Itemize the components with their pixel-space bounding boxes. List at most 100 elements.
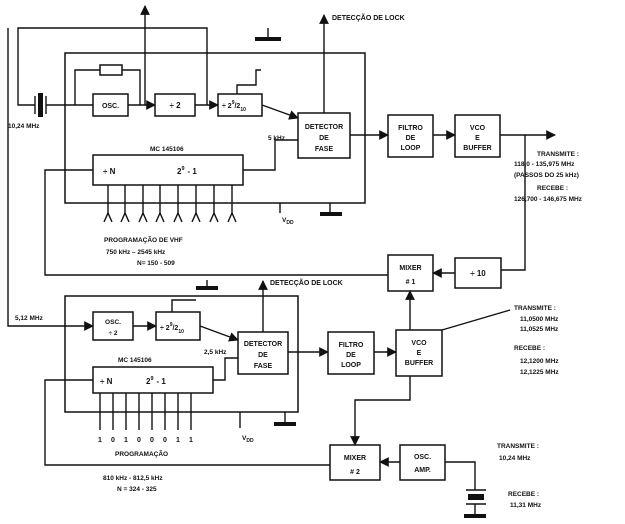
top-vdd-sub: DD	[286, 220, 294, 226]
mixer1-label: MIXER	[399, 265, 421, 272]
top-synthesizer: 10,24 MHz OSC. ÷ 2 ÷ 29/210 DETECTOR DE …	[8, 5, 583, 276]
bottom-detector-block	[237, 331, 289, 375]
bottom-vco-l3: BUFFER	[405, 360, 433, 367]
top-osc-label: OSC.	[102, 103, 119, 110]
top-vco-l3: BUFFER	[463, 145, 491, 152]
top-tx-range: 118,0 - 135,975 MHz	[514, 161, 575, 168]
svg-text:29- 1: 29- 1	[177, 166, 197, 176]
bottom-prog-range: 810 kHz - 812,5 kHz	[103, 475, 163, 482]
bottom-vco-l1: VCO	[411, 340, 427, 347]
bottom-divpow-exp: 9	[170, 322, 173, 328]
top-vco-block	[454, 114, 501, 158]
top-divpow-main: ÷ 2	[222, 103, 232, 110]
svg-text:÷ 29/210: ÷ 29/210	[160, 322, 184, 335]
bottom-prog-label: PROGRAMAÇÃO	[115, 449, 168, 458]
xtal2-tx-freq: 10,24 MHz	[499, 455, 531, 462]
top-divpow-sub: 10	[240, 107, 246, 113]
svg-text:÷ 29/210: ÷ 29/210	[222, 100, 246, 113]
top-divpow-tail: /2	[234, 103, 240, 110]
xtal2-tx-title: TRANSMITE :	[497, 443, 539, 450]
bottom-filtro-block	[327, 331, 375, 375]
svg-text:29- 1: 29- 1	[146, 376, 166, 386]
div10-block	[454, 257, 502, 289]
bottom-bit-3: 0	[137, 437, 141, 444]
top-filtro-l1: FILTRO	[398, 125, 423, 132]
bottom-program-pins	[99, 393, 192, 430]
bottom-rx-title: RECEBE :	[514, 345, 545, 352]
bottom-tx-2: 11,0525 MHz	[520, 326, 559, 333]
top-feedback-wire	[501, 135, 526, 271]
osc-amp-block	[399, 444, 446, 481]
bottom-vco-block	[395, 329, 443, 377]
top-vco-l2: E	[475, 135, 480, 142]
bottom-vdd-sub: DD	[246, 438, 254, 444]
bottom-prog-n: N = 324 - 325	[117, 486, 157, 493]
bottom-synthesizer: 5,12 MHz OSC. ÷ 2 ÷ 29/210 DETECTOR DE F…	[7, 28, 559, 493]
bottom-detector-l3: FASE	[254, 363, 273, 370]
bottom-div-n: ÷ N	[100, 377, 113, 386]
top-prog-3: N= 150 - 509	[137, 260, 175, 267]
top-crystal-symbol	[34, 93, 47, 117]
top-filtro-block	[387, 114, 434, 158]
bottom-bit-1: 0	[111, 437, 115, 444]
top-freq-5k: 5 kHz	[268, 135, 286, 142]
bottom-ic-outline	[64, 295, 299, 413]
bottom-tx-title: TRANSMITE :	[514, 305, 556, 312]
top-counter-block	[92, 154, 244, 186]
bottom-rx-1: 12,1200 MHz	[520, 358, 559, 365]
top-filtro-l3: LOOP	[401, 145, 421, 152]
top-ic-outline	[64, 52, 366, 204]
bottom-bit-5: 0	[163, 437, 167, 444]
bottom-vco-l2: E	[417, 350, 422, 357]
bottom-osc-div-l2: ÷ 2	[109, 330, 118, 337]
mixer2-block	[329, 444, 381, 481]
top-divpow-exp: 9	[232, 100, 235, 106]
bottom-bit-7: 1	[189, 437, 193, 444]
top-vdd: V	[282, 217, 287, 224]
bottom-filtro-l2: DE	[346, 352, 356, 359]
top-tx-title: TRANSMITE :	[537, 151, 579, 158]
top-div-n: ÷ N	[103, 167, 116, 176]
bottom-osc-div-block	[92, 311, 134, 341]
bottom-divpow-tail: /2	[172, 325, 178, 332]
bottom-divpow-main: ÷ 2	[160, 325, 170, 332]
svg-text:VDD: VDD	[282, 217, 294, 226]
top-div2-label: ÷ 2	[169, 101, 181, 110]
bottom-pow-tail: - 1	[157, 377, 167, 386]
top-prog-2: 750 kHz – 2545 kHz	[106, 249, 166, 256]
mixer1-num: # 1	[406, 279, 416, 286]
xtal2-rx-freq: 11,31 MHz	[510, 502, 542, 509]
top-ic-name: MC 145106	[150, 146, 184, 153]
top-wire-left-loop	[17, 27, 208, 106]
top-pow-tail: - 1	[188, 167, 198, 176]
top-vco-l1: VCO	[470, 125, 486, 132]
bottom-filtro-l1: FILTRO	[339, 342, 364, 349]
bottom-filtro-l3: LOOP	[341, 362, 361, 369]
top-ground-2	[320, 212, 342, 216]
div10-label: ÷ 10	[470, 269, 486, 278]
bottom-osc-div-l1: OSC.	[105, 319, 121, 326]
bottom-counter-block	[92, 366, 214, 394]
top-tx-steps: (PASSOS DO 25 kHz)	[514, 172, 579, 179]
bottom-ic-name: MC 145106	[118, 357, 152, 364]
mixer2-num: # 2	[350, 469, 360, 476]
bottom-rx-2: 12,1225 MHz	[520, 369, 559, 376]
bottom-ground-2	[274, 422, 296, 426]
osc-amp-l2: AMP.	[414, 467, 431, 474]
top-resistor	[99, 64, 123, 76]
top-crystal-freq: 10,24 MHz	[8, 123, 40, 130]
top-detector-l3: FASE	[315, 146, 334, 153]
mixer2-label: MIXER	[344, 455, 366, 462]
bottom-divpow-sub: 10	[178, 329, 184, 335]
bottom-vdd: V	[242, 435, 247, 442]
bottom-crystal-symbol	[464, 489, 486, 518]
bottom-detector-l2: DE	[258, 352, 268, 359]
bottom-bit-0: 1	[98, 437, 102, 444]
bottom-detector-l1: DETECTOR	[244, 341, 282, 348]
svg-text:VDD: VDD	[242, 435, 254, 444]
top-lock-label: DETECÇÃO DE LOCK	[332, 13, 405, 22]
osc-amp-l1: OSC.	[414, 454, 431, 461]
bottom-freq-25k: 2,5 kHz	[204, 349, 227, 356]
top-filtro-l2: DE	[406, 135, 416, 142]
